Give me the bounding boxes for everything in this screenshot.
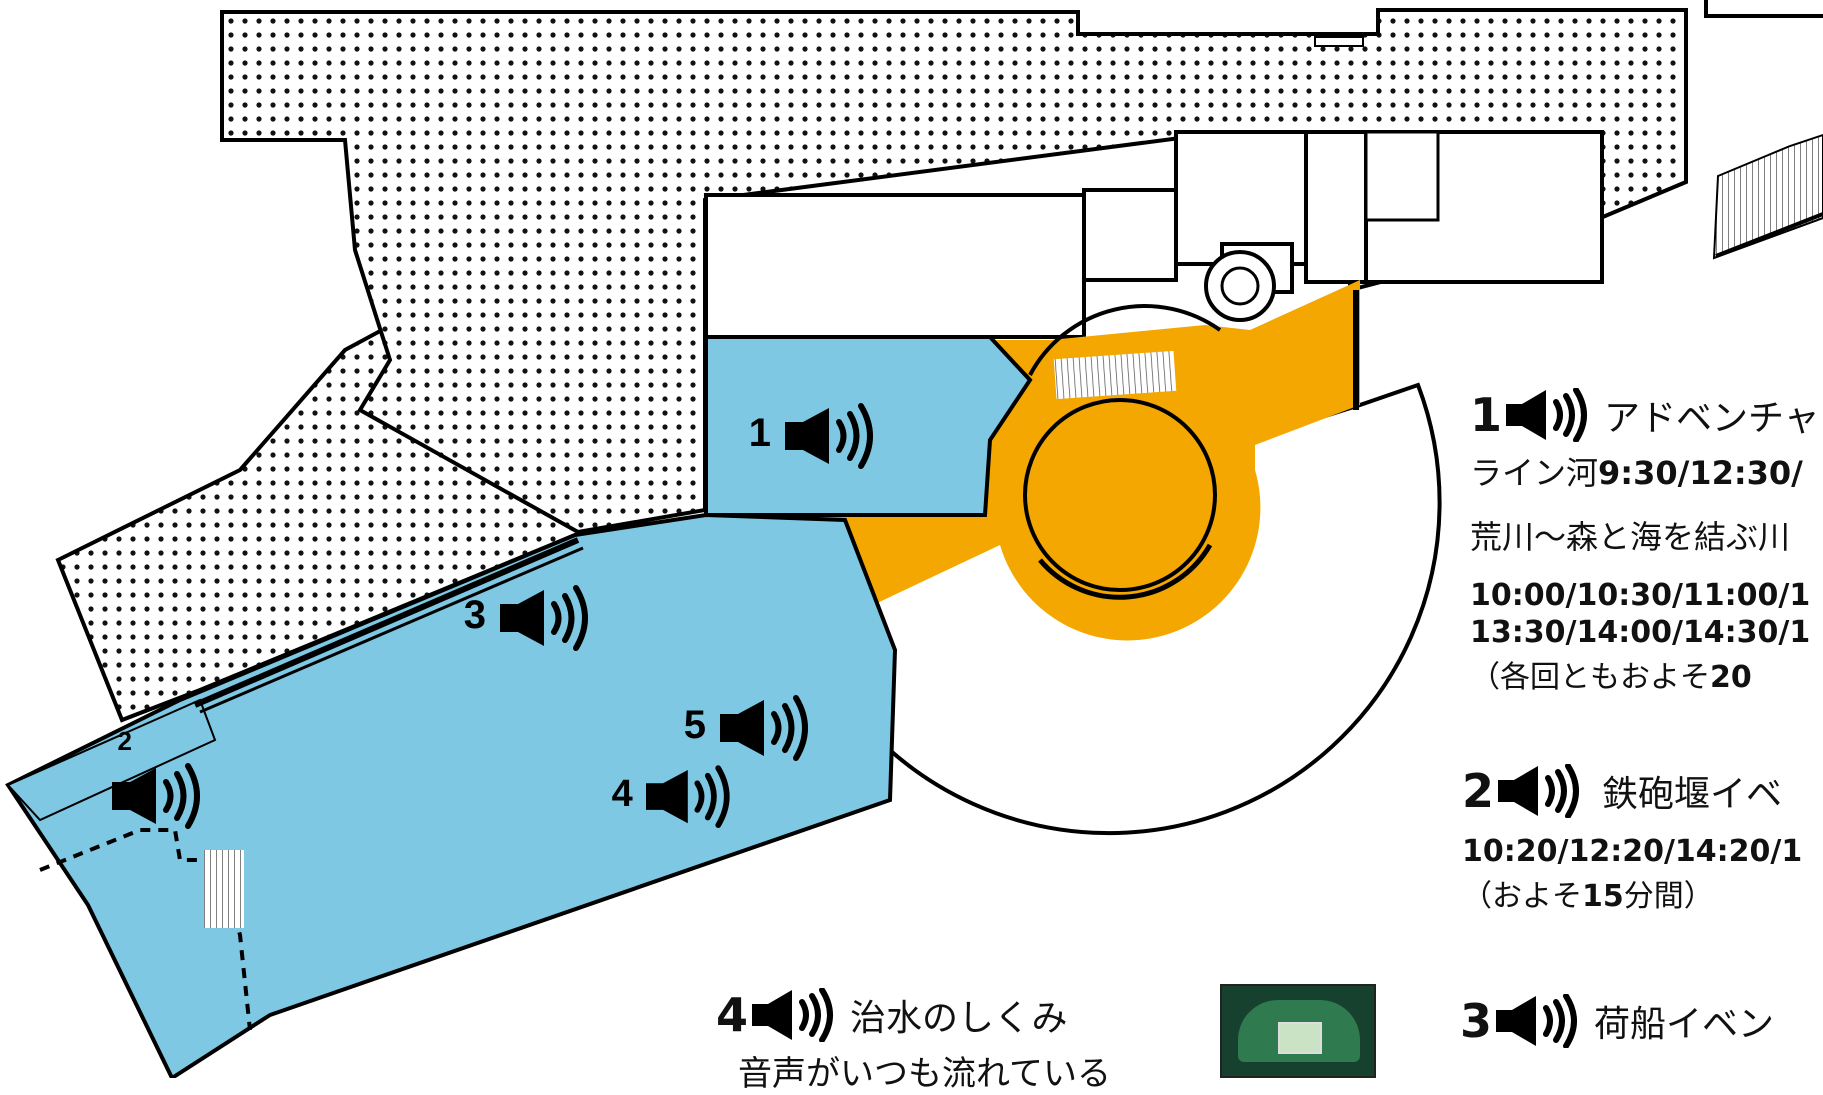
legend-item-4: 4 治水のしくみ 音声がいつも流れている	[716, 987, 1111, 1095]
map-speaker-5: 5	[684, 695, 808, 761]
legend-item-3: 3 荷船イベン	[1460, 993, 1775, 1049]
speaker-icon	[720, 695, 808, 761]
room-block-b	[1304, 130, 1368, 284]
legend-times: 10:20/12:20/14:20/1	[1462, 834, 1803, 869]
exhibit-photo	[1220, 984, 1376, 1078]
speaker-icon	[1494, 763, 1590, 819]
legend-times: 9:30/12:30/	[1598, 454, 1803, 492]
speaker-icon	[112, 763, 200, 829]
speaker-icon	[785, 403, 873, 469]
legend-note-bold: 15	[1582, 879, 1624, 914]
legend-note: （およそ	[1462, 879, 1582, 914]
map-speaker-2: 2	[112, 726, 200, 829]
legend-text: 荒川〜森と海を結ぶ川	[1470, 518, 1791, 556]
map-area-label: 3	[464, 593, 486, 637]
map-area-label: 5	[684, 703, 706, 747]
map-speaker-1: 1	[749, 403, 873, 469]
legend-note: （各回ともおよそ	[1470, 660, 1710, 695]
legend-title: 鉄砲堰イベ	[1602, 774, 1783, 815]
legend-text: ライン河	[1470, 454, 1599, 492]
map-area-label: 2	[118, 726, 132, 756]
map-speaker-3: 3	[464, 585, 588, 651]
blue-zone-main	[5, 512, 898, 1078]
legend-number: 2	[1462, 764, 1495, 818]
speaker-icon	[748, 987, 844, 1043]
legend-times: 13:30/14:00/14:30/1	[1470, 615, 1811, 650]
legend-number: 3	[1460, 994, 1493, 1048]
speaker-icon	[500, 585, 588, 651]
room-block-mid	[1082, 188, 1178, 282]
legend-note-bold: 20	[1710, 660, 1752, 695]
blue-zone-2	[6, 698, 217, 822]
legend-text: 音声がいつも流れている	[738, 1054, 1111, 1094]
legend-title: 荷船イベン	[1594, 1004, 1775, 1045]
legend-note: 分間）	[1623, 879, 1714, 914]
room-block-left	[704, 193, 1086, 339]
speaker-icon	[1502, 387, 1598, 443]
legend-title: 治水のしくみ	[850, 998, 1068, 1039]
legend-title: アドベンチャ	[1604, 398, 1820, 439]
map-area-label: 1	[749, 411, 771, 455]
map-area-label: 4	[612, 773, 633, 815]
speaker-icon	[1492, 993, 1588, 1049]
legend-number: 4	[716, 988, 749, 1042]
legend-item-2: 2 鉄砲堰イベ 10:20/12:20/14:20/1 （およそ15分間）	[1462, 763, 1803, 915]
legend-times: 10:00/10:30/11:00/1	[1470, 578, 1811, 613]
legend-item-1: 1 アドベンチャ ライン河9:30/12:30/ 荒川〜森と海を結ぶ川 10:0…	[1470, 387, 1820, 696]
legend-number: 1	[1470, 388, 1503, 442]
